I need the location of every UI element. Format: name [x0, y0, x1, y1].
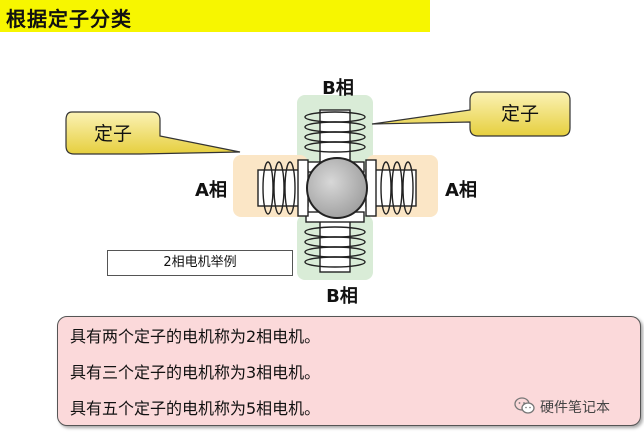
note-box: 具有两个定子的电机称为2相电机。 具有三个定子的电机称为3相电机。 具有五个定子…: [57, 316, 641, 426]
a-phase-stator-right: [365, 159, 417, 217]
b-phase-label-top: B相: [322, 78, 354, 99]
page-title: 根据定子分类: [6, 7, 132, 31]
note-line-2-phase: 具有两个定子的电机称为2相电机。: [70, 327, 321, 346]
watermark-text: 硬件笔记本: [540, 400, 610, 416]
title-bar: 根据定子分类: [0, 0, 430, 32]
a-phase-label-right: A相: [445, 180, 477, 201]
example-caption: 2相电机举例: [107, 250, 293, 276]
note-line-3-phase: 具有三个定子的电机称为3相电机。: [70, 363, 321, 382]
stator-callout-left: [65, 111, 241, 155]
stator-callout-right-label: 定子: [501, 103, 539, 125]
wechat-icon: [514, 397, 535, 414]
stator-callout-right: [371, 91, 571, 137]
a-phase-stator-left: [257, 159, 309, 217]
a-phase-label-left: A相: [195, 180, 227, 201]
note-line-5-phase: 具有五个定子的电机称为5相电机。: [70, 399, 321, 418]
b-phase-label-bottom: B相: [326, 286, 358, 307]
stator-callout-left-label: 定子: [94, 123, 132, 145]
rotor: [306, 157, 368, 219]
